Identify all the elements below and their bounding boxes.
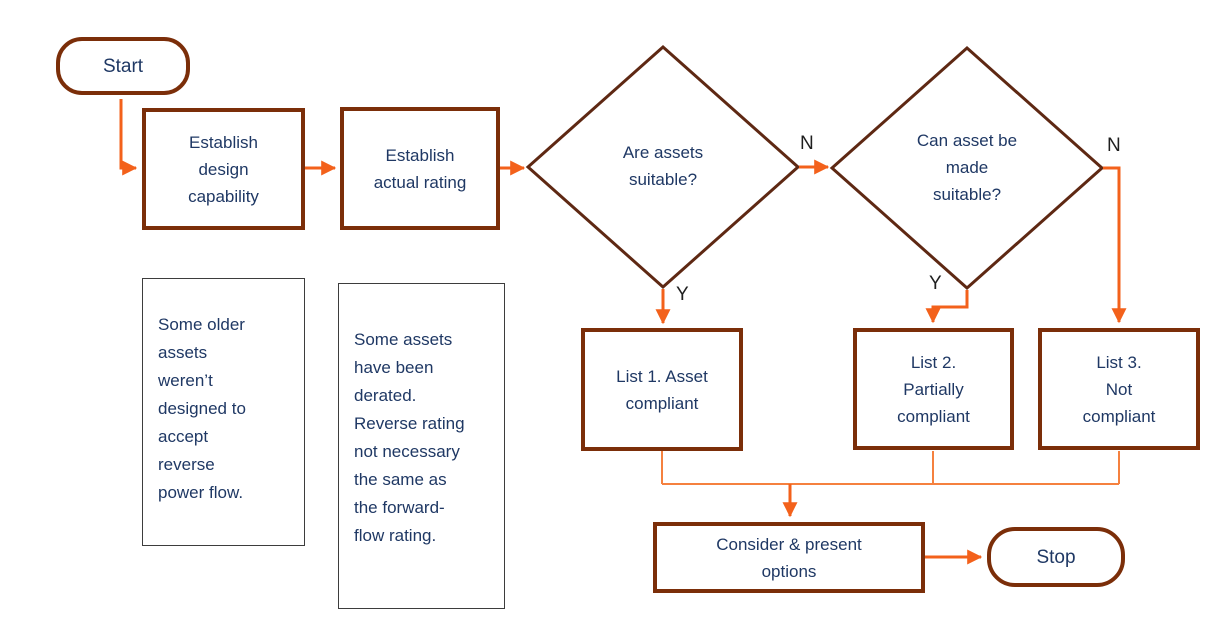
branch-label-n1: N (800, 133, 814, 154)
establish-actual-rating-node: Establish actual rating (340, 107, 500, 230)
note-older-assets: Some older assets weren’t designed to ac… (142, 278, 305, 546)
decision-assets-suitable-label: Are assets suitable? (622, 143, 704, 189)
start-node: Start (56, 37, 190, 95)
list2-partially-compliant-node: List 2. Partially compliant (853, 328, 1014, 450)
branch-label-n2: N (1107, 135, 1121, 156)
decision-made-suitable-label: Can asset be made suitable? (916, 131, 1018, 204)
connector-lists-gather-line (661, 451, 1120, 485)
arrow-made-suitable-n-to-list3 (1103, 166, 1127, 324)
branch-label-y1: Y (676, 284, 689, 305)
stop-node: Stop (987, 527, 1125, 587)
note-derated-assets: Some assets have been derated. Reverse r… (338, 283, 505, 609)
arrow-start-to-establish-design (119, 99, 138, 176)
list3-not-compliant-node: List 3. Not compliant (1038, 328, 1200, 450)
branch-label-y2: Y (929, 273, 942, 294)
arrow-made-suitable-y-to-list2 (925, 290, 969, 324)
decision-made-suitable-shape (829, 45, 1105, 291)
decision-assets-suitable-shape (525, 44, 801, 290)
list1-asset-compliant-node: List 1. Asset compliant (581, 328, 743, 451)
establish-design-capability-node: Establish design capability (142, 108, 305, 230)
consider-present-options-node: Consider & present options (653, 522, 925, 593)
